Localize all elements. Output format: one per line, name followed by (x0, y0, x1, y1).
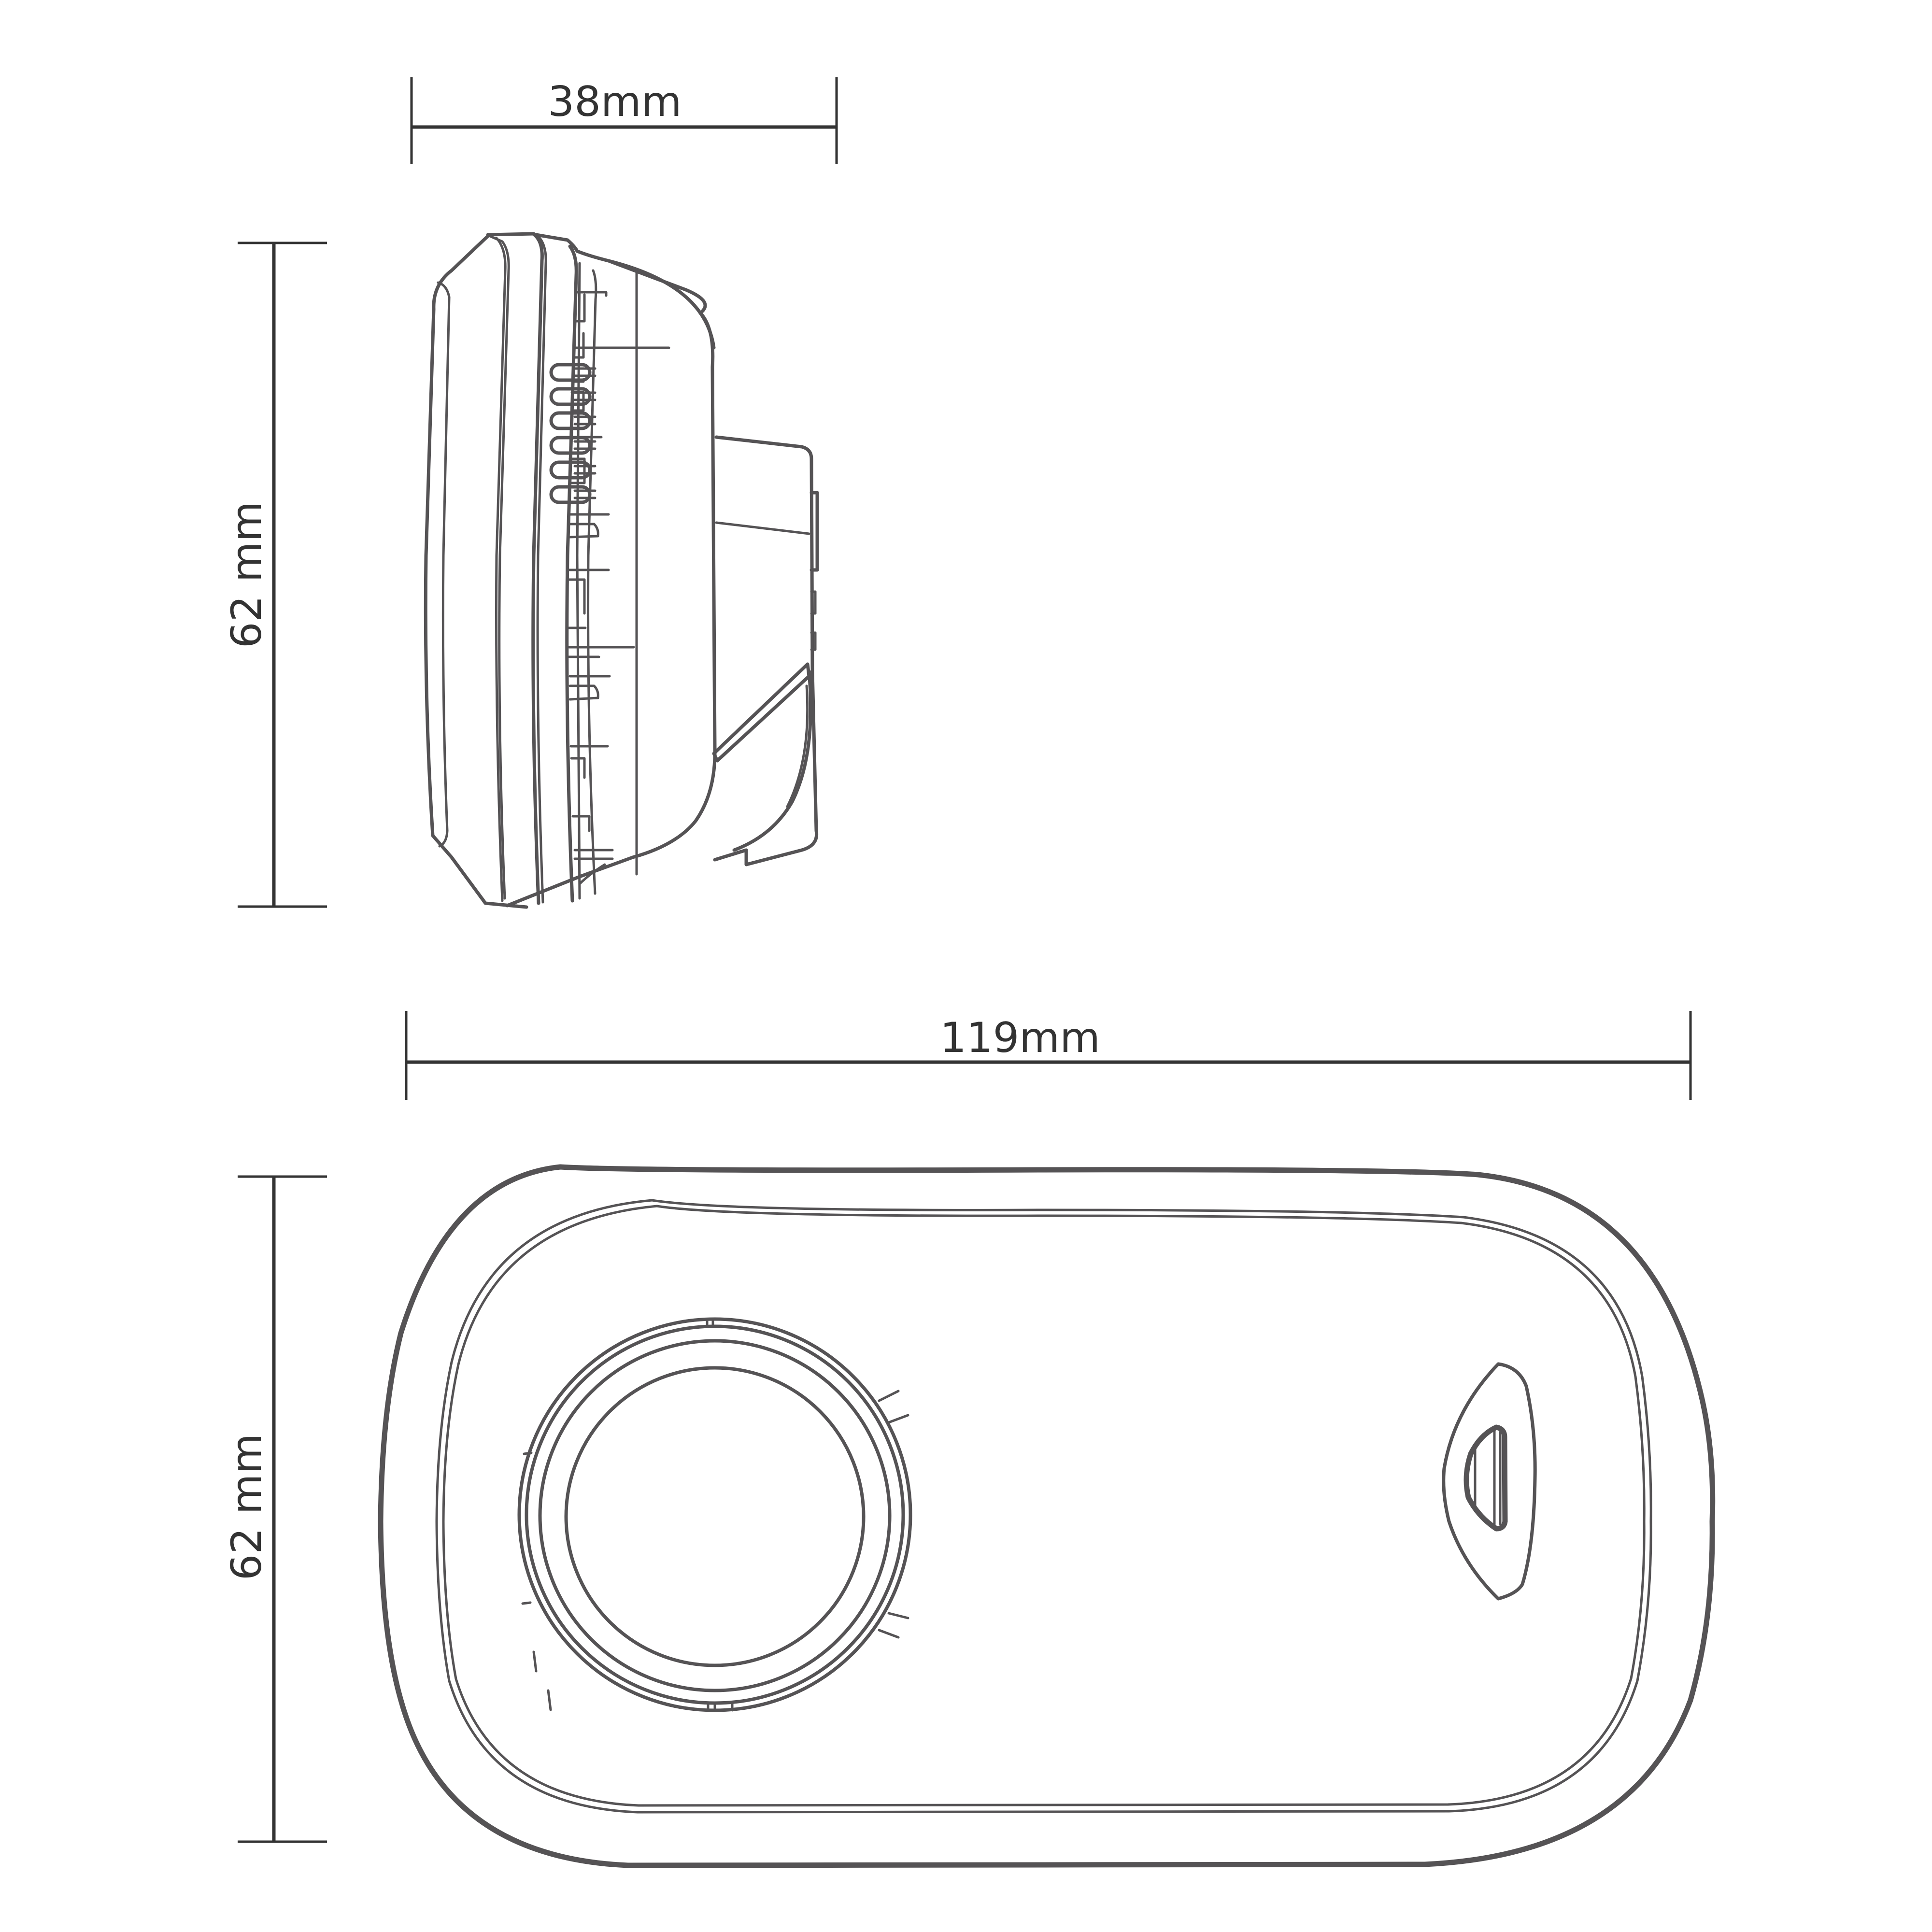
side-width-label: 38mm (548, 78, 682, 126)
front-width-label: 119mm (940, 1014, 1100, 1062)
sensor-chamber (517, 1317, 912, 1712)
front-height-label: 62 mm (223, 1434, 271, 1580)
outer-housing (378, 1164, 1716, 1868)
vent-slot (549, 387, 597, 406)
side-height-dimension: 62 mm (223, 242, 327, 908)
side-view-device (424, 232, 819, 909)
button-lens (1463, 1424, 1508, 1532)
test-button[interactable] (1442, 1362, 1537, 1601)
front-width-dimension: 119mm (405, 1011, 1692, 1100)
vent-slot (549, 411, 597, 430)
side-lattice-steps (568, 291, 670, 860)
vent-slot (549, 485, 597, 504)
side-height-label: 62 mm (223, 501, 271, 648)
vent-slot (549, 363, 597, 382)
side-vent-slots (549, 363, 597, 504)
vent-slot (549, 460, 597, 480)
button-surround (1442, 1362, 1537, 1601)
front-height-dimension: 62 mm (223, 1175, 327, 1843)
vent-slot (549, 436, 597, 455)
side-width-dimension: 38mm (410, 77, 838, 164)
inner-bezel (435, 1199, 1652, 1814)
front-view-device (378, 1164, 1716, 1868)
